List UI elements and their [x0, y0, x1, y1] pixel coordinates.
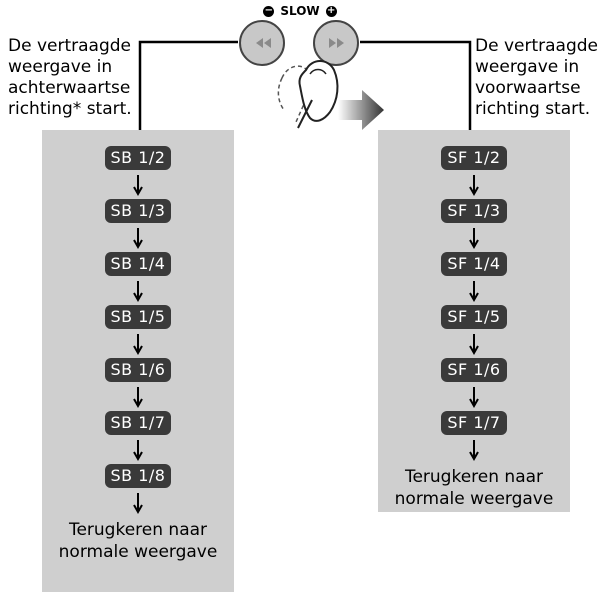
- step-badge: SF 1/5: [441, 305, 507, 329]
- down-arrow-icon: [464, 223, 484, 252]
- return-text-line: Terugkeren naar: [404, 467, 544, 487]
- left-description-line: weergave in: [8, 57, 113, 77]
- left-connector-line: [138, 40, 238, 130]
- slow-control-label: − SLOW +: [230, 3, 370, 19]
- step-badge: SB 1/4: [104, 252, 172, 276]
- slow-label-text: SLOW: [280, 4, 320, 18]
- step-badge: SF 1/2: [441, 146, 507, 170]
- slow-backward-sequence: SB 1/2 SB 1/3 SB 1/4 SB 1/5 SB 1/6 SB 1/…: [42, 146, 234, 563]
- slow-backward-panel: SB 1/2 SB 1/3 SB 1/4 SB 1/5 SB 1/6 SB 1/…: [42, 130, 234, 592]
- minus-icon: −: [263, 5, 275, 17]
- step-badge: SF 1/3: [441, 199, 507, 223]
- step-badge: SB 1/8: [104, 464, 172, 488]
- down-arrow-icon: [128, 382, 148, 411]
- step-badge: SF 1/4: [441, 252, 507, 276]
- right-description-line: weergave in: [475, 57, 580, 77]
- left-description-line: richting* start.: [8, 99, 132, 119]
- step-badge: SF 1/6: [441, 358, 507, 382]
- down-arrow-icon: [128, 170, 148, 199]
- slow-forward-sequence: SF 1/2 SF 1/3 SF 1/4 SF 1/5 SF 1/6 SF 1/…: [378, 146, 570, 510]
- step-badge: SF 1/7: [441, 411, 507, 435]
- down-arrow-icon: [128, 276, 148, 305]
- rewind-icon: [256, 38, 263, 48]
- down-arrow-icon: [464, 382, 484, 411]
- fast-forward-button[interactable]: [313, 20, 359, 66]
- return-text-line: normale weergave: [394, 489, 554, 509]
- fast-forward-icon: [329, 38, 336, 48]
- right-description: De vertraagde weergave in voorwaartse ri…: [475, 36, 605, 120]
- left-description-line: De vertraagde: [8, 36, 131, 56]
- return-text-line: Terugkeren naar: [68, 520, 208, 540]
- down-arrow-icon: [128, 435, 148, 464]
- right-description-line: voorwaartse: [475, 78, 581, 98]
- down-arrow-icon: [128, 223, 148, 252]
- right-description-line: richting start.: [475, 99, 591, 119]
- down-arrow-icon: [464, 276, 484, 305]
- down-arrow-icon: [128, 488, 148, 517]
- right-description-line: De vertraagde: [475, 36, 598, 56]
- step-badge: SB 1/2: [104, 146, 172, 170]
- return-text-line: normale weergave: [58, 542, 218, 562]
- left-description-line: achterwaartse: [8, 78, 131, 98]
- down-arrow-icon: [464, 435, 484, 464]
- return-normal-text: Terugkeren naar normale weergave: [59, 519, 218, 563]
- down-arrow-icon: [464, 329, 484, 358]
- step-badge: SB 1/5: [104, 305, 172, 329]
- return-normal-text: Terugkeren naar normale weergave: [395, 466, 554, 510]
- step-badge: SB 1/6: [104, 358, 172, 382]
- slow-forward-panel: SF 1/2 SF 1/3 SF 1/4 SF 1/5 SF 1/6 SF 1/…: [378, 130, 570, 512]
- step-badge: SB 1/7: [104, 411, 172, 435]
- plus-icon: +: [325, 5, 337, 17]
- down-arrow-icon: [464, 170, 484, 199]
- step-badge: SB 1/3: [104, 199, 172, 223]
- right-connector-line: [360, 40, 472, 130]
- left-description: De vertraagde weergave in achterwaartse …: [8, 36, 138, 120]
- rewind-button[interactable]: [239, 20, 285, 66]
- direction-arrow-icon: [338, 90, 384, 130]
- down-arrow-icon: [128, 329, 148, 358]
